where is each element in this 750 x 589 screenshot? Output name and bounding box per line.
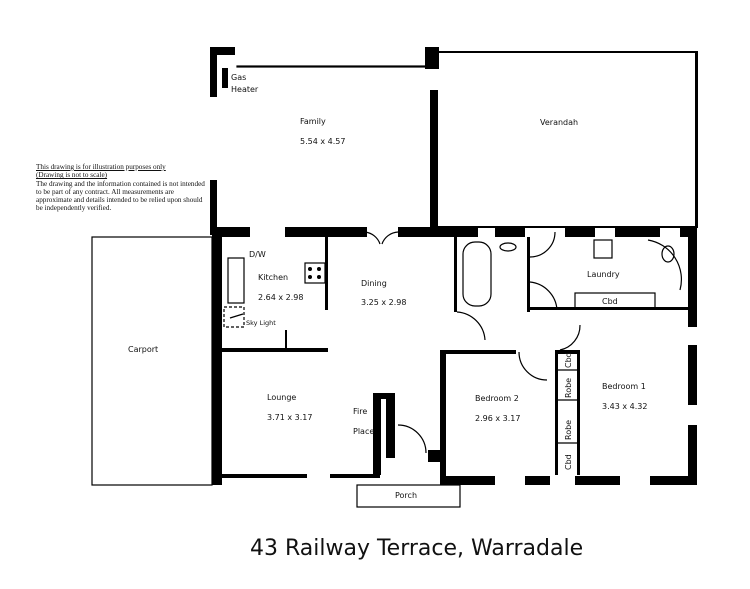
laundry-cupboard	[574, 292, 656, 309]
cooktop	[304, 262, 326, 284]
robe-cbd-top: Cbd	[564, 352, 573, 368]
dining-size: 3.25 x 2.98	[361, 298, 406, 307]
dining-label: Dining	[361, 279, 387, 288]
robe-cbd-bottom: Cbd	[564, 454, 573, 470]
porch-label: Porch	[395, 491, 417, 500]
family-label: Family	[300, 117, 326, 126]
bedroom2-label: Bedroom 2	[475, 394, 519, 403]
bedroom1-label: Bedroom 1	[602, 382, 646, 391]
robe-1: Robe	[564, 378, 573, 398]
walls	[210, 47, 698, 485]
laundry-label: Laundry	[587, 270, 620, 279]
bathtub	[462, 241, 492, 307]
lounge-size: 3.71 x 3.17	[267, 413, 312, 422]
disclaimer-line1: This drawing is for illustration purpose…	[36, 163, 166, 171]
lounge-label: Lounge	[267, 393, 296, 402]
verandah-label: Verandah	[540, 118, 578, 127]
kitchen-sink	[227, 257, 245, 304]
porch-outline	[356, 484, 461, 508]
gas-heater-label-2: Heater	[231, 85, 259, 94]
dw-label: D/W	[249, 250, 266, 259]
sky-light	[223, 306, 245, 328]
gas-heater-label: Gas	[231, 73, 246, 82]
carport-label: Carport	[128, 345, 158, 354]
kitchen-label: Kitchen	[258, 273, 288, 282]
disclaimer-body: The drawing and the information containe…	[36, 179, 205, 213]
disclaimer: This drawing is for illustration purpose…	[36, 163, 206, 213]
laundry-tub	[593, 239, 613, 259]
basin	[499, 242, 517, 252]
fixtures	[91, 65, 683, 508]
laundry-cbd-label: Cbd	[602, 297, 618, 306]
family-size: 5.54 x 4.57	[300, 137, 345, 146]
fire-place-label: Fire	[353, 407, 367, 416]
bedroom1-size: 3.43 x 4.32	[602, 402, 647, 411]
toilet	[661, 245, 675, 263]
bedroom2-size: 2.96 x 3.17	[475, 414, 520, 423]
disclaimer-line2: (Drawing is not to scale)	[36, 171, 108, 180]
robe-2: Robe	[564, 420, 573, 440]
fire-place-label-2: Place	[353, 427, 374, 436]
kitchen-size: 2.64 x 2.98	[258, 293, 303, 302]
sky-light-label: Sky Light	[246, 319, 276, 327]
property-title: 43 Railway Terrace, Warradale	[250, 536, 584, 561]
carport-outline	[91, 236, 213, 486]
